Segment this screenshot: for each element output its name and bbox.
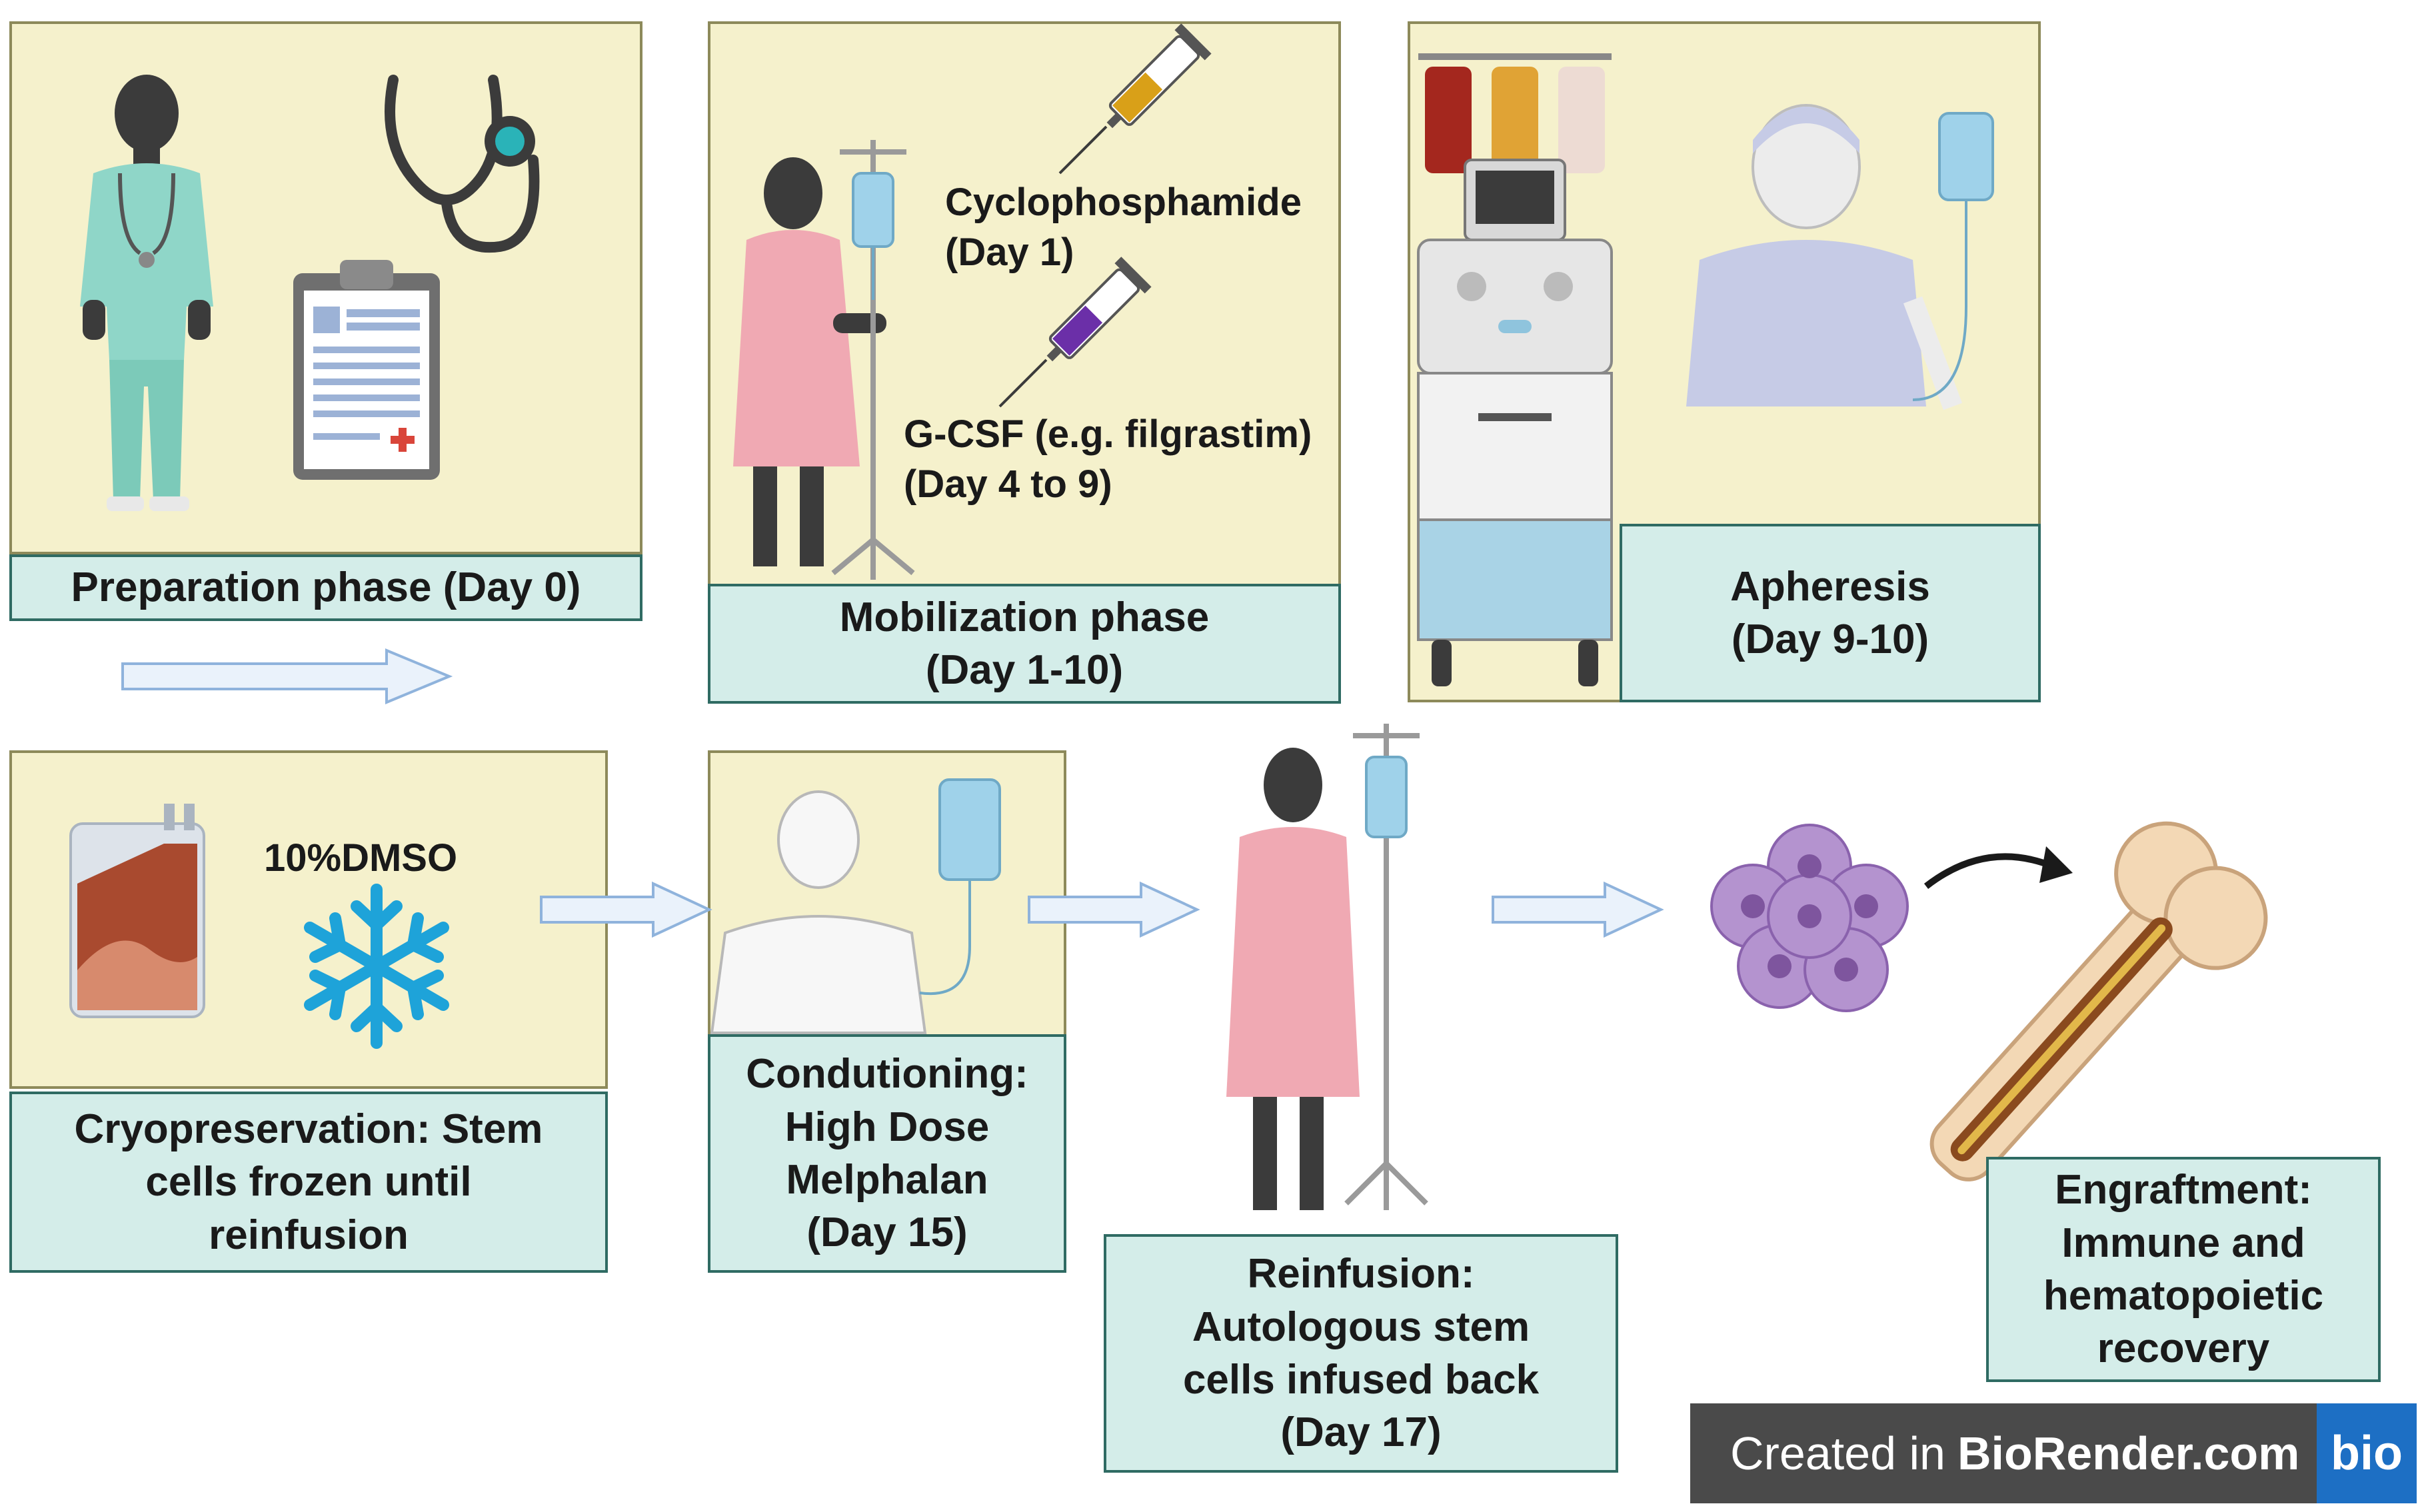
gcsf-day: (Day 4 to 9) — [904, 462, 1112, 506]
step-label-line: recovery — [2097, 1325, 2270, 1372]
apheresis-machine-icon — [1417, 53, 1613, 686]
patient-icon — [1226, 748, 1360, 1210]
biorender-logo: bio — [2317, 1403, 2417, 1503]
blood-bag-icon — [69, 804, 205, 1018]
step-label-line: (Day 9-10) — [1731, 616, 1929, 662]
step-label-line: Mobilization phase — [839, 594, 1210, 640]
biorender-badge[interactable]: Created in BioRender.com bio — [1690, 1403, 2417, 1503]
syringe-icon — [998, 257, 1152, 408]
step-label-line: (Day 17) — [1280, 1409, 1442, 1456]
step-label-preparation: Preparation phase (Day 0) — [9, 554, 642, 621]
cyclophosphamide-line: Cyclophosphamide — [945, 181, 1302, 224]
patient-icon — [1686, 104, 1963, 410]
step-label-conditioning: Condutioning: High Dose Melphalan (Day 1… — [708, 1034, 1066, 1273]
step-label-line: High Dose — [784, 1104, 990, 1150]
snowflake-icon — [304, 884, 449, 1049]
step-label-reinfusion: Reinfusion: Autologous stem cells infuse… — [1104, 1234, 1618, 1473]
gcsf-line: G-CSF (e.g. filgrastim) — [904, 412, 1312, 456]
step-label-line: (Day 1-10) — [925, 647, 1124, 693]
step-label-line: Preparation phase (Day 0) — [71, 564, 581, 611]
stethoscope-icon — [385, 75, 540, 253]
step-label-line: Immune and — [2061, 1219, 2305, 1266]
step-label-line: Melphalan — [786, 1157, 988, 1203]
step-label-line: Engraftment: — [2055, 1167, 2312, 1213]
flow-arrow-icon — [1028, 881, 1200, 938]
biorender-badge-text: Created in BioRender.com — [1690, 1403, 2317, 1503]
stem-cell-cluster-icon — [1710, 824, 1909, 1012]
badge-brand: BioRender.com — [1957, 1427, 2300, 1479]
iv-bag-icon — [1912, 112, 1994, 401]
step-label-cryopreservation: Cryopreservation: Stem cells frozen unti… — [9, 1092, 608, 1273]
cyclophosphamide-annotation: Cyclophosphamide (Day 1) — [945, 177, 1302, 278]
flow-arrow-icon — [1492, 881, 1664, 938]
badge-prefix: Created in — [1730, 1427, 1945, 1479]
step-label-engraftment: Engraftment: Immune and hematopoietic re… — [1986, 1157, 2381, 1382]
iv-pole-icon — [1344, 724, 1428, 1210]
step-label-line: reinfusion — [209, 1211, 409, 1258]
doctor-icon — [80, 75, 213, 511]
step-label-line: Apheresis — [1730, 563, 1930, 610]
curved-arrow-icon — [1923, 846, 2073, 889]
step-label-line: cells infused back — [1182, 1357, 1540, 1403]
bone-icon — [1929, 821, 2268, 1181]
step-label-line: cells frozen until — [145, 1159, 472, 1205]
patient-icon — [710, 790, 927, 1034]
step-label-line: Autologous stem — [1192, 1303, 1530, 1350]
step-label-line: Cryopreservation: Stem — [74, 1106, 543, 1152]
step-label-apheresis: Apheresis (Day 9-10) — [1620, 524, 2041, 702]
step-label-line: Condutioning: — [746, 1051, 1028, 1098]
dmso-annotation: 10%DMSO — [264, 836, 458, 880]
step-label-line: hematopoietic — [2043, 1273, 2324, 1319]
iv-bag-icon — [919, 778, 1001, 996]
step-label-line: (Day 15) — [806, 1209, 968, 1256]
cyclophosphamide-day: (Day 1) — [945, 231, 1074, 275]
clipboard-icon — [293, 260, 440, 480]
step-label-mobilization: Mobilization phase (Day 1-10) — [708, 584, 1341, 704]
iv-pole-icon — [831, 140, 915, 580]
flow-arrow-icon — [540, 881, 712, 938]
syringe-icon — [1058, 23, 1212, 175]
step-label-line: Reinfusion: — [1247, 1251, 1475, 1297]
flow-arrow-icon — [121, 648, 453, 704]
gcsf-annotation: G-CSF (e.g. filgrastim) (Day 4 to 9) — [904, 409, 1312, 510]
patient-icon — [733, 157, 886, 566]
